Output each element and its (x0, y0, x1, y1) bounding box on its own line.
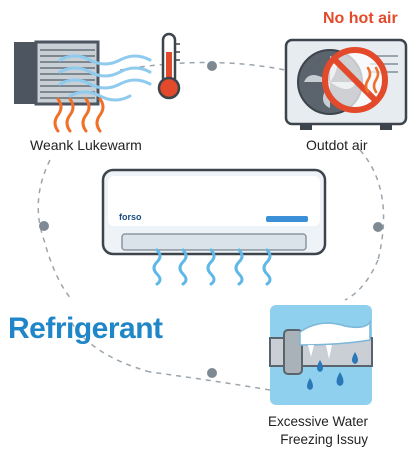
water-drop-icon (307, 352, 358, 390)
no-hot-air-label: No hot air (323, 10, 398, 27)
indoor-ac-unit-icon (101, 168, 327, 286)
frozen-pipe-icon (269, 305, 373, 405)
no-symbol-icon (322, 47, 388, 113)
weak-lukewarm-label: Weank Lukewarm (30, 137, 142, 153)
thermometer-icon (157, 32, 181, 100)
water-freezing-label: Excessive Water Freezing Issuy (268, 413, 368, 449)
ac-brand-label: forso (119, 212, 142, 222)
refrigerant-title: Refrigerant (8, 312, 163, 345)
water-label-line2: Freezing Issuy (280, 432, 369, 447)
radiator-icon (14, 40, 152, 133)
outdoor-air-label: Outdot air (306, 137, 368, 153)
dashed-cycle-ring (37, 61, 385, 391)
water-label-line1: Excessive Water (268, 414, 369, 429)
